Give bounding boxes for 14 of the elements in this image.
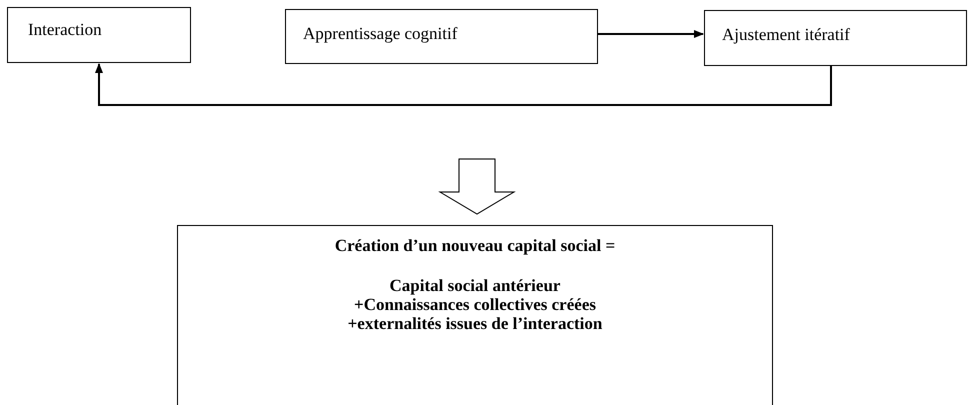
arrow	[95, 63, 832, 106]
process-box	[7, 7, 191, 63]
block-arrow	[438, 158, 516, 215]
process-box	[704, 10, 967, 66]
arrow	[598, 30, 704, 38]
formula-term: Capital social antérieur	[388, 276, 562, 295]
box-label: Ajustement itératif	[722, 25, 850, 45]
formula-term: +externalités issues de l’interaction	[346, 314, 604, 333]
formula-term: +Connaissances collectives créées	[353, 295, 597, 314]
box-label: Interaction	[28, 20, 102, 40]
formula-heading: Création d’un nouveau capital social =	[334, 236, 616, 255]
process-box	[285, 9, 598, 64]
box-label: Apprentissage cognitif	[303, 24, 458, 44]
result-box	[177, 225, 773, 405]
